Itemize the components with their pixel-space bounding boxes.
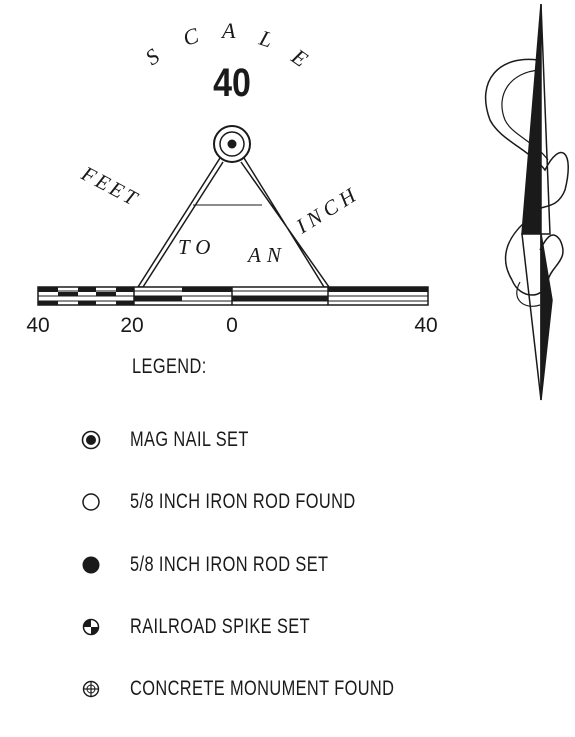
compass-pivot	[213, 125, 251, 163]
scale-phrase: FEET TO AN INCH	[77, 161, 364, 267]
legend-label: CONCRETE MONUMENT FOUND	[130, 677, 395, 700]
legend-item-concrete-monument-found: CONCRETE MONUMENT FOUND	[80, 674, 469, 704]
phrase-inch: INCH	[291, 181, 364, 239]
iron-rod-found-icon	[82, 493, 100, 511]
tick-label-20: 20	[120, 314, 143, 337]
legend-label: MAG NAIL SET	[130, 428, 249, 451]
legend-item-railroad-spike-set: RAILROAD SPIKE SET	[80, 612, 361, 642]
railroad-spike-set-icon	[82, 618, 100, 636]
scale-letter-e: E	[286, 43, 313, 72]
legend-item-iron-rod-set: 5/8 INCH IRON ROD SET	[80, 550, 384, 580]
scale-letter-c: C	[180, 22, 202, 50]
tick-label-40-right: 40	[414, 314, 437, 337]
legend-item-mag-nail-set: MAG NAIL SET	[80, 425, 282, 455]
legend-item-iron-rod-found: 5/8 INCH IRON ROD FOUND	[80, 487, 419, 517]
phrase-feet: FEET	[77, 161, 144, 212]
legend-label: 5/8 INCH IRON ROD SET	[130, 553, 329, 576]
north-arrow-icon	[484, 3, 569, 401]
phrase-to: TO	[178, 235, 216, 259]
legend-title: LEGEND:	[132, 355, 207, 378]
concrete-monument-found-icon	[82, 680, 100, 698]
legend-label: RAILROAD SPIKE SET	[130, 615, 310, 638]
scale-letter-s: S	[141, 43, 164, 70]
tick-label-0: 0	[226, 314, 238, 337]
scale-letter-l: L	[256, 25, 276, 53]
mag-nail-set-icon	[81, 430, 101, 450]
scale-tick-labels: 40 20 0 40	[26, 314, 437, 337]
iron-rod-set-icon	[82, 556, 100, 574]
legend-label: 5/8 INCH IRON ROD FOUND	[130, 490, 356, 513]
scale-bar	[37, 286, 429, 306]
scale-value: 40	[213, 59, 251, 104]
phrase-an: AN	[246, 243, 287, 267]
tick-label-40-left: 40	[26, 314, 49, 337]
scale-letter-a: A	[220, 18, 236, 43]
